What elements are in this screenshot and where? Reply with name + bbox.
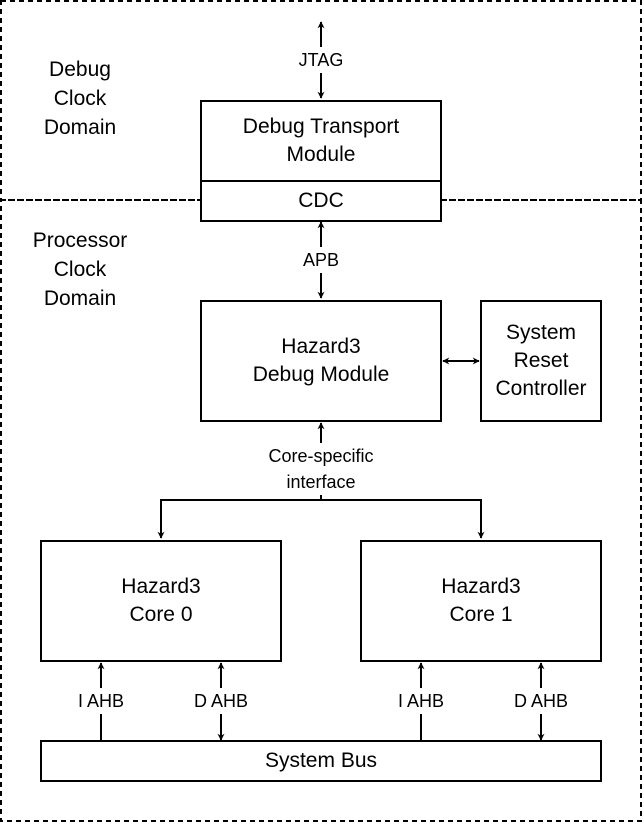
core1-label: Hazard3 Core 1 — [441, 575, 521, 626]
core0-label: Hazard3 Core 0 — [121, 575, 201, 626]
debug-module-label: Hazard3 Debug Module — [252, 335, 390, 386]
jtag-label: JTAG — [286, 47, 356, 73]
core-interface-label: Core-specific interface — [246, 443, 396, 495]
reset-controller-label: System Reset Controller — [495, 321, 587, 400]
debug-clock-domain-label: Debug Clock Domain — [43, 58, 117, 139]
system-bus-block: System Bus — [40, 740, 602, 782]
core0-block: Hazard3 Core 0 — [40, 540, 282, 662]
system-bus-label: System Bus — [264, 749, 378, 772]
core1-block: Hazard3 Core 1 — [360, 540, 602, 662]
cdc-block: CDC — [200, 180, 442, 222]
core0-branch — [157, 499, 321, 539]
reset-controller-block: System Reset Controller — [480, 300, 602, 422]
core1-dahb-label: D AHB — [504, 688, 578, 714]
debug-module-block: Hazard3 Debug Module — [200, 300, 442, 422]
cdc-label: CDC — [298, 189, 344, 212]
debug-clock-domain-boundary — [0, 0, 642, 201]
apb-label: APB — [293, 247, 349, 273]
processor-clock-domain-label: Processor Clock Domain — [32, 229, 128, 310]
debug-transport-module-label: Debug Transport Module — [242, 115, 400, 166]
debug-transport-module-block: Debug Transport Module — [200, 100, 442, 182]
core1-iahb-label: I AHB — [387, 688, 455, 714]
core0-iahb-label: I AHB — [67, 688, 135, 714]
core1-branch — [321, 499, 485, 539]
core0-dahb-label: D AHB — [184, 688, 258, 714]
